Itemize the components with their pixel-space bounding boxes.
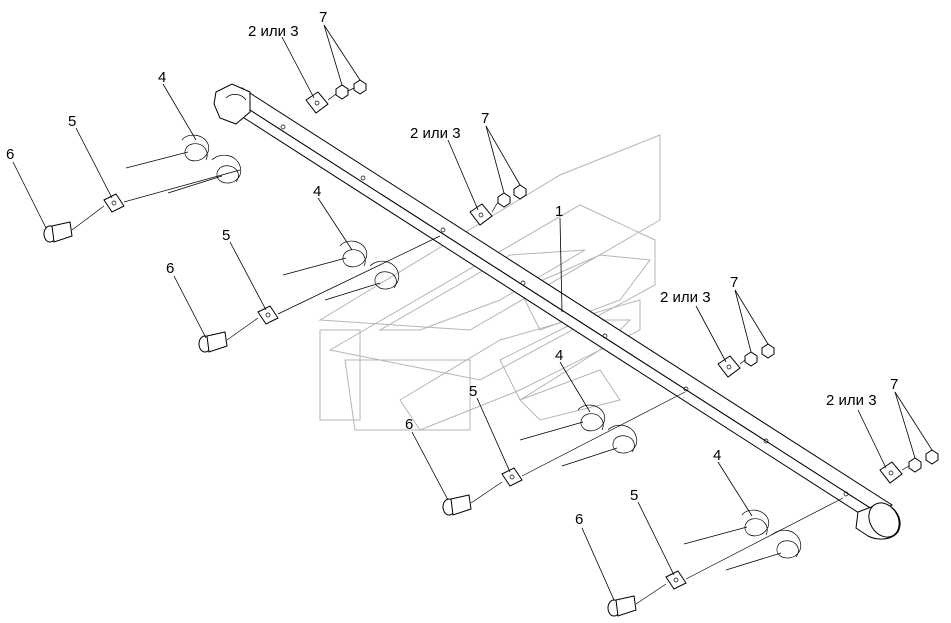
bolt-group (43, 221, 637, 617)
label-spring-4: 4 (713, 447, 721, 464)
plate-group (103, 193, 687, 590)
leader-lines (12, 24, 933, 601)
label-nut-3: 7 (730, 274, 738, 291)
label-nut-2: 7 (481, 110, 489, 127)
label-bolt-3: 6 (405, 416, 413, 433)
label-plate-3: 5 (469, 383, 477, 400)
label-plate-2: 5 (222, 227, 230, 244)
label-bolt-2: 6 (166, 260, 174, 277)
label-spring-2: 4 (313, 183, 321, 200)
callout-labels: 2 или 3 7 4 5 6 2 или 3 7 4 5 6 1 2 или … (6, 9, 898, 528)
label-bracket-4: 2 или 3 (826, 392, 877, 409)
label-bracket-3: 2 или 3 (660, 289, 711, 306)
shaft-holes (280, 124, 849, 497)
label-plate-1: 5 (68, 113, 76, 130)
assembly-centerlines (71, 87, 910, 605)
label-plate-4: 5 (630, 487, 638, 504)
label-bracket-1: 2 или 3 (248, 23, 299, 40)
label-bracket-2: 2 или 3 (410, 125, 461, 142)
label-shaft: 1 (555, 203, 563, 220)
label-nut-1: 7 (319, 9, 327, 26)
label-bolt-4: 6 (575, 511, 583, 528)
shaft-part-1 (213, 83, 901, 540)
bracket-group (305, 91, 903, 484)
label-spring-3: 4 (555, 347, 563, 364)
label-nut-4: 7 (890, 376, 898, 393)
spring-group (125, 134, 802, 571)
label-bolt-1: 6 (6, 146, 14, 163)
label-spring-1: 4 (158, 69, 166, 86)
